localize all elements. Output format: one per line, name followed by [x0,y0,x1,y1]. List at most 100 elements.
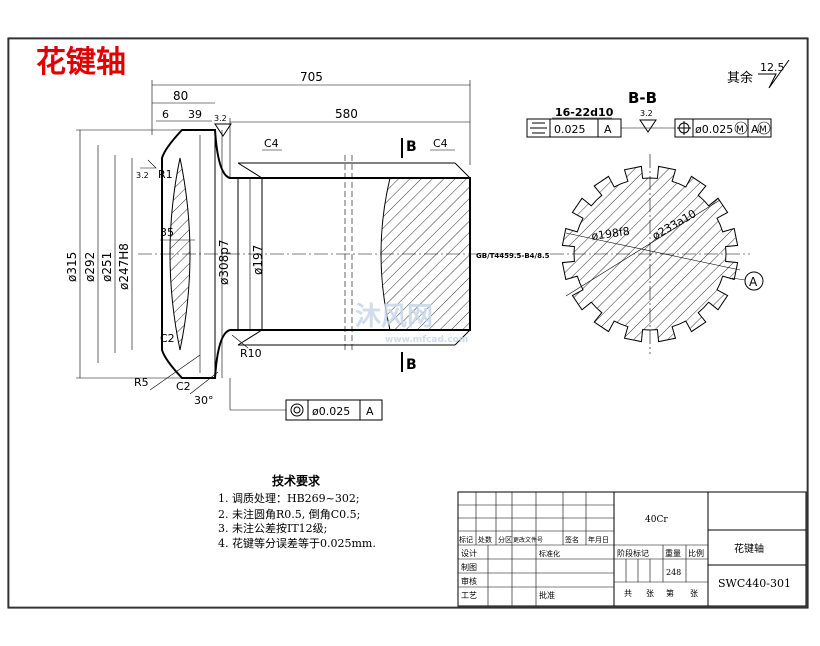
concentricity-icon-inner [293,406,301,414]
spline-cross-section [550,154,750,354]
roughness-symbol-icon [758,59,790,89]
chamfer-c4-label-b: C4 [433,137,448,150]
roughness-bore-icon [140,159,157,169]
section-title: B-B [628,89,657,107]
label-process: 工艺 [461,591,477,600]
position-ref: A [751,123,759,136]
dim-580-label: 580 [335,107,358,121]
dim-line-233 [565,199,721,297]
header-mark: 标记 [459,535,473,544]
watermark-url: www.mfcad.com [385,335,468,345]
spline-standard-label: GB/T4459.5-B4/8.5 [476,252,550,260]
requirements-heading: 技术要求 [272,473,321,488]
technical-requirements: 技术要求 1. 调质处理：HB269~302; 2. 未注圆角R0.5, 倒角C… [218,473,376,550]
requirement-item-3: 3. 未注公差按IT12级; [218,521,327,535]
position-ref-mod-circle [757,121,771,135]
symmetry-ref: A [604,123,612,136]
position-value: ø0.025 [695,123,733,136]
label-sheet-2: 张 [690,589,698,598]
label-approve: 批准 [539,590,555,600]
label-stage-mark: 阶段标记 [617,548,649,558]
roughness-spline-icon [639,119,657,133]
section-view: B-B 16-22d10 0.025 A ø0.025 M A M 3.2 ø1… [526,89,772,354]
label-standardize: 标准化 [539,549,560,558]
title-block: 40Cr 花键轴 SWC440-301 标记 处数 分区 更改文件号 签名 年月… [457,491,807,607]
label-review: 审核 [461,576,477,586]
datum-circle [744,271,764,291]
section-b-bottom-label: B [406,357,417,373]
leader-r5 [149,354,201,391]
drawing-inner-border [8,38,808,608]
position-ref-mod: M [759,125,767,135]
roughness-bore-value: 3.2 [136,171,149,180]
chamfer-c2-label-a: C2 [160,332,175,345]
header-sign: 签名 [565,535,579,544]
chamfer-c2-label-b: C2 [176,380,191,393]
dim-35-label: 35 [160,226,174,239]
dim-308-label: ø308p7 [217,240,231,286]
header-zone: 分区 [498,535,512,544]
dim-705-label: 705 [300,70,323,84]
label-design: 设计 [461,548,477,558]
header-change: 更改文件号 [513,536,543,544]
roughness-spline-value: 3.2 [640,109,653,118]
chamfer-c4-label-a: C4 [264,137,279,150]
dim-292-label: ø292 [83,252,97,282]
datum-leader [731,277,746,281]
header-date: 年月日 [588,535,609,544]
requirement-item-2: 2. 未注圆角R0.5, 倒角C0.5; [218,507,360,521]
section-b-top-label: B [406,139,417,155]
label-sheets: 张 [646,589,654,598]
spline-section-hatch [380,177,471,331]
label-weight: 重量 [665,548,681,558]
part-name: 花键轴 [734,542,764,555]
leader-c2 [189,371,219,395]
angle-30-label: 30° [194,394,214,407]
label-ratio: 比例 [688,548,704,558]
watermark: 沐风网 www.mfcad.com [355,302,468,345]
drawing-number: SWC440-301 [718,577,791,590]
material-label: 40Cr [645,515,668,525]
main-view: 705 80 580 6 39 3.2 ø315 ø292 ø251 ø247H… [65,70,550,421]
runout-value: ø0.025 [312,405,350,418]
chamfer-left-top [237,162,263,179]
title-block-frame [457,491,807,607]
drawing-title: 花键轴 [36,45,126,80]
requirement-item-4: 4. 花键等分误差等于0.025mm. [218,536,376,550]
header-qty: 处数 [478,535,492,544]
roughness-other-label: 其余 [727,70,753,86]
drawing-border [7,37,809,609]
chamfer-right-top [454,162,471,179]
chamfer-right-bottom [454,329,471,346]
label-total: 共 [624,589,632,598]
spline-spec-label: 16-22d10 [555,106,614,119]
radius-r1-label: R1 [158,168,173,181]
concentricity-icon [290,403,304,417]
radius-r5-label: R5 [134,376,149,389]
weight-value: 248 [666,568,681,577]
symmetry-value: 0.025 [554,123,586,136]
dim-6-label: 6 [162,108,169,121]
label-page: 第 [666,588,674,598]
requirement-item-1: 1. 调质处理：HB269~302; [218,492,360,505]
radius-r10-label: R10 [240,347,262,360]
label-draw: 制图 [461,562,477,572]
flange-section-hatch [169,157,191,351]
roughness-other-value: 12.5 [760,61,785,74]
dim-80-label: 80 [173,89,188,103]
dim-197-label: ø197 [251,245,265,275]
dim-247-label: ø247H8 [117,243,131,290]
dim-line-198 [565,232,741,271]
position-mod-circle [734,121,748,135]
roughness-face-icon [214,123,232,137]
position-mod: M [736,125,744,135]
chamfer-left-bottom [237,329,263,346]
dim-251-label: ø251 [100,252,114,282]
runout-frame [285,399,383,421]
datum-label: A [749,275,758,289]
leader-r10 [231,334,249,349]
dim-198-label: ø198f8 [591,225,631,243]
runout-ref: A [366,405,374,418]
watermark-brand: 沐风网 [355,302,433,332]
